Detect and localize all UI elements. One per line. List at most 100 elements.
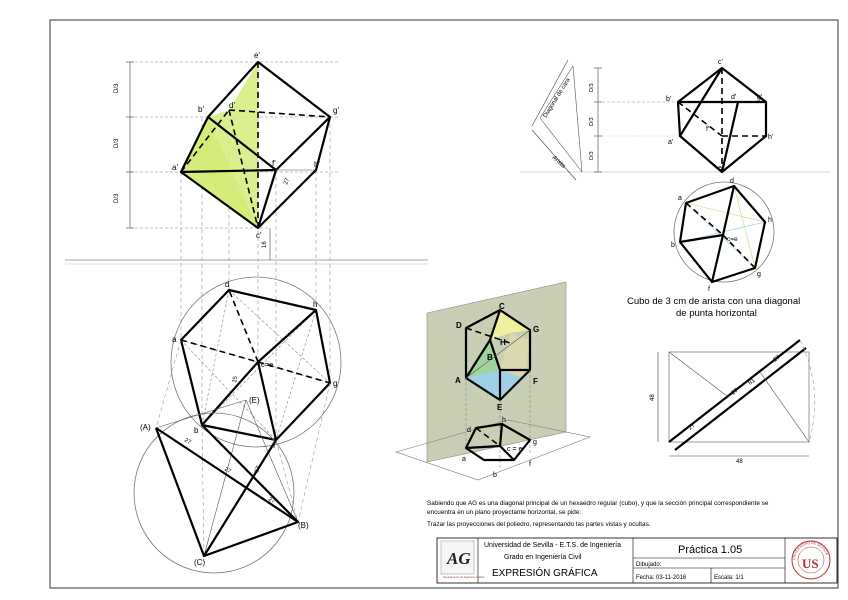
- aux-d3-3: D/3: [589, 151, 595, 160]
- label-f: f: [273, 441, 276, 450]
- label-h-prime: h': [314, 160, 320, 169]
- rebatment-circle: [133, 412, 295, 574]
- label-d: d: [225, 280, 229, 289]
- iso-label-E: E: [497, 403, 503, 412]
- aux-label-e-prime: e': [718, 165, 723, 172]
- dim-d3-1: D/3: [114, 83, 120, 93]
- iso-horizontal-plane: [394, 419, 592, 481]
- dim-d3-3: D/3: [114, 193, 120, 203]
- label-c-prime: c': [256, 231, 262, 240]
- label-c-e: c=e: [261, 360, 273, 369]
- measure-drawing: 48 48 81 27 27 27: [650, 339, 815, 465]
- measure-dim-27-b: 27: [731, 387, 740, 396]
- statement-line-1: Sabiendo que AG es una diagonal principa…: [427, 500, 769, 507]
- iso-label-D: D: [456, 321, 462, 330]
- iso-label-G: G: [533, 325, 539, 334]
- statement-line-2: encuentra en un plano proyectante horizo…: [427, 509, 581, 516]
- iso-plan-g: g: [533, 439, 537, 446]
- elevation-green-face: [181, 117, 258, 228]
- statement-line-3: Trazar las proyecciones del poliedro, re…: [427, 521, 651, 528]
- measure-dim-48-v: 48: [650, 394, 656, 401]
- aux-label-h-prime: h': [768, 134, 773, 141]
- iso-plan-c-e: c = e: [507, 446, 522, 453]
- label-E-rebat: (E): [249, 396, 260, 405]
- label-g: g: [333, 379, 337, 388]
- label-C-rebat: (C): [194, 558, 205, 567]
- dim-15: 15: [232, 375, 239, 383]
- label-h: h: [313, 300, 317, 309]
- aux-label-d-prime: d': [731, 94, 736, 101]
- iso-plan-a: a: [462, 456, 466, 463]
- aux-label-g: g: [757, 271, 761, 278]
- iso-plan-b: b: [493, 472, 497, 479]
- label-a-prime: a': [172, 163, 178, 172]
- dim-27-elev: 27: [283, 177, 291, 186]
- sheet-border: [49, 19, 839, 589]
- dim-16: 16: [262, 241, 268, 248]
- dim-d3-2: D/3: [114, 138, 120, 148]
- measure-dim-27-a: 27: [688, 422, 697, 431]
- tb-scale: Escala: 1/1: [714, 575, 744, 581]
- iso-label-B: B: [487, 353, 493, 362]
- aux-label-f: f: [708, 286, 710, 293]
- aux-label-b-prime: b': [666, 96, 671, 103]
- tb-drawn: Dibujado:: [636, 562, 662, 568]
- rebat-dim-1: 27: [183, 438, 192, 447]
- label-d-prime: d': [229, 101, 235, 110]
- aux-d3-2: D/3: [589, 117, 595, 126]
- aux-label-a: a: [678, 195, 682, 202]
- aux-label-f-prime: f': [706, 126, 709, 133]
- plan-circumcircle: [170, 276, 342, 448]
- label-e-prime: e': [254, 51, 260, 60]
- rebat-dim-4: 57: [254, 465, 262, 474]
- aux-label-b: b: [671, 242, 675, 249]
- aux-caption-1: Cubo de 3 cm de arista con una diagonal: [627, 296, 800, 307]
- iso-label-F: F: [533, 377, 538, 386]
- aux-plan-circle: [673, 181, 775, 283]
- rebat-dim-2: 27: [223, 467, 232, 476]
- department-logo: AG Departamento de Ingeniería Gráfica: [440, 540, 485, 579]
- university-seal: UNIVERSIDAD DE SEVILLA US: [791, 540, 831, 580]
- seal-text: US: [802, 556, 819, 571]
- tb-practice: Práctica 1.05: [678, 544, 742, 556]
- tb-university: Universidad de Sevilla - E.T.S. de Ingen…: [484, 542, 621, 549]
- label-f-prime: f': [272, 159, 276, 168]
- iso-label-C: C: [499, 302, 505, 311]
- iso-plan-h: h: [502, 417, 506, 424]
- aux-arista: Arista: [551, 155, 567, 170]
- aux-drawing: Diagonal de cara Arista D/3 D/3 D/3 c' b…: [520, 59, 830, 319]
- iso-plan-d: d: [467, 427, 471, 434]
- logo-text: AG: [446, 549, 471, 568]
- measure-dim-48-h: 48: [736, 459, 743, 465]
- logo-sub: Departamento de Ingeniería Gráfica: [443, 575, 485, 579]
- aux-label-d: d: [730, 178, 734, 185]
- elevation-green-face-2: [208, 62, 258, 228]
- iso-drawing: C D G H B A F E d h c = e g a b f: [394, 281, 592, 481]
- label-B-rebat: (B): [298, 521, 309, 530]
- label-a: a: [172, 335, 177, 344]
- iso-plan-f: f: [529, 461, 531, 468]
- measure-dim-27-c: 27: [773, 354, 782, 363]
- label-g-prime: g': [333, 106, 339, 115]
- label-b-prime: b': [198, 105, 204, 114]
- label-b: b: [194, 426, 199, 435]
- iso-label-H: H: [500, 338, 506, 347]
- iso-label-A: A: [455, 376, 461, 385]
- rebat-dim-3: 27: [267, 497, 276, 506]
- tb-date: Fecha: 03-11-2016: [636, 575, 687, 581]
- measure-dim-81: 81: [748, 377, 757, 386]
- aux-caption-2: de punta horizontal: [676, 308, 757, 319]
- tb-degree: Grado en Ingeniería Civil: [504, 554, 582, 561]
- aux-label-a-prime: a': [668, 139, 673, 146]
- statement: Sabiendo que AG es una diagonal principa…: [427, 500, 769, 528]
- aux-label-c-prime: c': [718, 59, 723, 66]
- aux-label-h: h: [768, 217, 772, 224]
- aux-label-g-prime: g': [757, 94, 762, 101]
- aux-d3-1: D/3: [589, 83, 595, 92]
- main-drawing: D/3 D/3 D/3 16 27 e' b' d': [65, 51, 428, 574]
- label-A-rebat: (A): [140, 423, 151, 432]
- tb-subject: EXPRESIÓN GRÁFICA: [492, 566, 598, 579]
- aux-label-c-e: c=e: [727, 236, 738, 243]
- title-block: AG Departamento de Ingeniería Gráfica Un…: [436, 537, 838, 584]
